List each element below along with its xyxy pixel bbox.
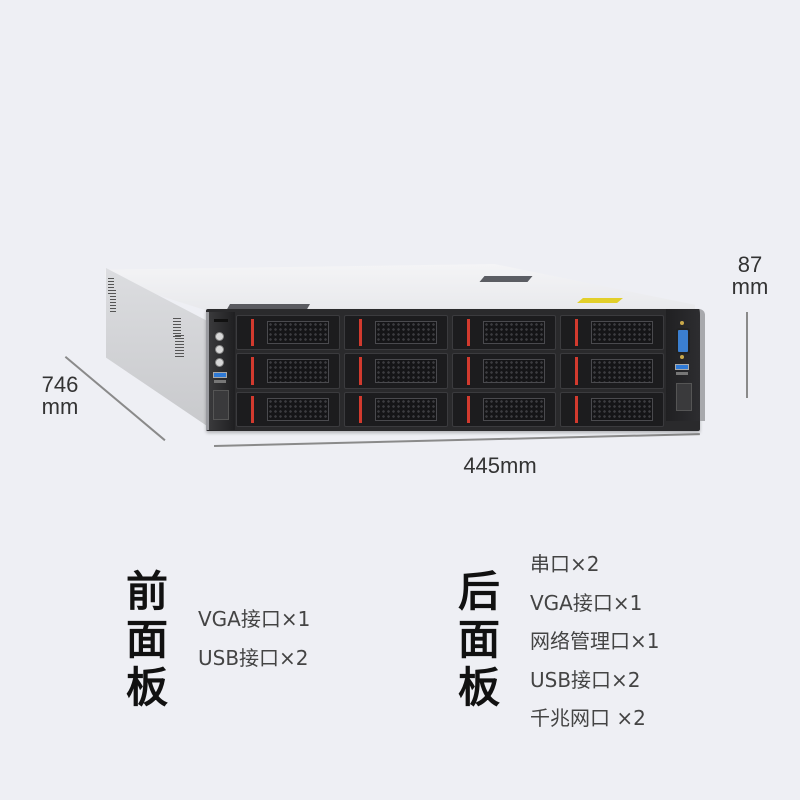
front-usb-port-icon: [213, 372, 227, 378]
front-vga-port-icon: [676, 328, 690, 354]
drive-mesh: [483, 397, 545, 421]
drive-mesh: [267, 321, 329, 345]
title-char: 前: [125, 567, 168, 616]
drive-latch-icon: [467, 319, 470, 347]
usb-label: [214, 380, 226, 383]
drive-bay-grid: [236, 315, 664, 427]
rear-panel-title: 后 面 板: [456, 568, 502, 712]
depth-unit: mm: [41, 394, 79, 419]
depth-value: 746: [41, 372, 79, 397]
height-value: 87: [737, 252, 763, 277]
server-illustration: [105, 264, 705, 431]
pull-out-tag-icon: [213, 390, 229, 420]
drive-bay[interactable]: [560, 315, 664, 351]
drive-latch-icon: [575, 357, 578, 385]
warning-sticker: [577, 298, 623, 303]
drive-bay[interactable]: [236, 353, 340, 389]
title-char: 板: [125, 663, 168, 712]
drive-bay[interactable]: [560, 391, 664, 427]
port-item: USB接口×2: [198, 645, 309, 670]
drive-mesh: [375, 397, 437, 421]
drive-latch-icon: [359, 357, 362, 385]
title-char: 面: [125, 615, 168, 664]
front-panel-port-list: VGA接口×1 USB接口×2: [198, 600, 310, 677]
drive-bay[interactable]: [344, 353, 448, 389]
drive-latch-icon: [359, 319, 362, 347]
drive-mesh: [483, 321, 545, 345]
front-panel-title: 前 面 板: [124, 568, 170, 712]
port-item: VGA接口×1: [530, 590, 643, 615]
depth-dimension-label: 746 mm: [34, 374, 86, 418]
power-button-icon: [215, 332, 224, 341]
drive-mesh: [591, 359, 653, 383]
power-indicator: [214, 319, 228, 322]
drive-mesh: [267, 397, 329, 421]
front-usb-port-icon: [675, 364, 689, 370]
title-char: 面: [457, 615, 500, 664]
drive-bay[interactable]: [560, 353, 664, 389]
side-vent-icon: [173, 318, 181, 338]
drive-mesh: [375, 321, 437, 345]
drive-latch-icon: [467, 395, 470, 423]
drive-bay[interactable]: [452, 353, 556, 389]
vga-screw-icon: [680, 321, 684, 325]
drive-mesh: [591, 397, 653, 421]
height-dimension-label: 87 mm: [724, 254, 776, 298]
drive-latch-icon: [359, 395, 362, 423]
top-cover-sticker: [479, 276, 533, 282]
drive-latch-icon: [251, 319, 254, 347]
height-unit: mm: [731, 274, 769, 299]
port-item: 网络管理口×1: [530, 629, 660, 653]
side-vent-icon: [108, 278, 114, 296]
drive-bay[interactable]: [344, 391, 448, 427]
title-char: 板: [457, 663, 500, 712]
drive-latch-icon: [575, 395, 578, 423]
drive-mesh: [375, 359, 437, 383]
id-button-icon: [215, 358, 224, 367]
drive-mesh: [591, 321, 653, 345]
drive-mesh: [483, 359, 545, 383]
width-dimension-label: 445mm: [463, 453, 537, 478]
port-item: 千兆网口 ×2: [530, 706, 646, 730]
drive-latch-icon: [251, 357, 254, 385]
rear-panel-port-list: 串口×2 VGA接口×1 网络管理口×1 USB接口×2 千兆网口 ×2: [530, 545, 659, 738]
server-top-cover: [105, 264, 695, 312]
drive-bay[interactable]: [236, 391, 340, 427]
side-vent-icon: [110, 290, 116, 312]
right-control-panel: [666, 309, 705, 421]
drive-latch-icon: [467, 357, 470, 385]
side-vent-icon: [175, 335, 184, 359]
drive-latch-icon: [575, 319, 578, 347]
left-control-panel: [206, 312, 235, 430]
brand-plate-icon: [676, 383, 692, 411]
port-item: VGA接口×1: [198, 607, 311, 631]
drive-latch-icon: [251, 395, 254, 423]
title-char: 后: [457, 567, 500, 616]
height-dimension-line: [746, 312, 748, 398]
drive-bay[interactable]: [236, 315, 340, 351]
drive-mesh: [267, 359, 329, 383]
drive-bay[interactable]: [344, 315, 448, 351]
reset-button-icon: [215, 345, 224, 354]
drive-bay[interactable]: [452, 391, 556, 427]
usb-label: [676, 372, 688, 375]
vga-screw-icon: [680, 355, 684, 359]
port-item: 串口×2: [530, 552, 600, 576]
drive-bay[interactable]: [452, 315, 556, 351]
port-item: USB接口×2: [530, 667, 641, 692]
